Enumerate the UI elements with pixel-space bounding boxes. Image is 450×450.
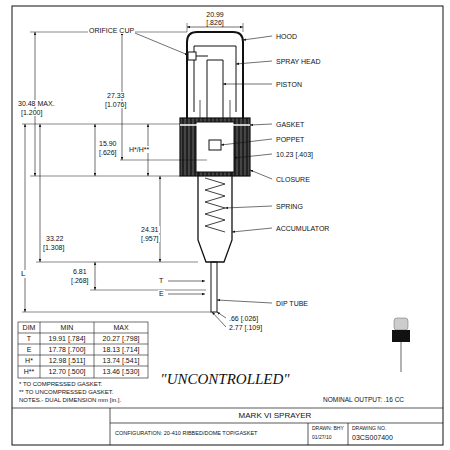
note: ** TO UNCOMPRESSED GASKET. xyxy=(18,389,114,395)
table-cell: 12.70 [.500] xyxy=(48,368,87,375)
drawing-number: 03CS007400 xyxy=(351,434,394,441)
dimension: [1.076] xyxy=(104,101,127,108)
table-cell: MAX xyxy=(112,324,129,331)
note: NOTES.- DUAL DIMENSION mm [in.]. xyxy=(18,397,122,403)
callout: GASKET xyxy=(275,121,305,128)
dimension: [.826] xyxy=(205,19,225,26)
drawing-number-label: DRAWING NO. xyxy=(351,426,387,431)
callout: DIP TUBE xyxy=(275,300,309,307)
table-cell: H** xyxy=(23,368,36,375)
product-photo xyxy=(392,318,410,372)
dip-tube xyxy=(211,262,217,312)
dimension: .66 [.026] xyxy=(228,315,259,322)
callout: 10.23 [.403] xyxy=(275,151,314,158)
table-cell: 18.13 [.714] xyxy=(102,346,141,353)
callout: HOOD xyxy=(275,33,298,40)
dimension: 27.33 xyxy=(106,92,126,99)
dimension: E xyxy=(158,290,165,297)
table-cell: MIN xyxy=(60,324,75,331)
callout: SPRING xyxy=(275,203,304,210)
table-cell: 19.91 [.784] xyxy=(48,335,87,342)
closure xyxy=(180,118,250,176)
orifice-cup xyxy=(188,52,196,60)
callout: PISTON xyxy=(275,81,303,88)
configuration: CONFIGURATION: 20-410 RIBBED/DOME TOP/GA… xyxy=(114,431,258,437)
dimension-table xyxy=(18,322,148,378)
note: * TO COMPRESSED GASKET. xyxy=(18,381,103,387)
dimension: 2.77 [.109] xyxy=(228,324,263,331)
dimension: 20.99 xyxy=(205,11,225,18)
drawn-by: DRAWN: BHY xyxy=(311,426,345,431)
dimension: T xyxy=(158,277,164,284)
hood xyxy=(187,32,243,118)
table-cell: 20.27 [.798] xyxy=(102,335,141,342)
table-cell: 12.98 [.511] xyxy=(48,357,86,364)
callout: ACCUMULATOR xyxy=(275,225,330,232)
note: NOMINAL OUTPUT: .16 CC xyxy=(322,397,405,404)
poppet xyxy=(209,140,221,150)
date: 01/27/10 xyxy=(311,435,332,440)
table-cell: 17.78 [.700] xyxy=(48,346,87,353)
dimension: H*/H** xyxy=(128,146,150,153)
table-cell: H* xyxy=(24,357,34,364)
spring xyxy=(205,178,225,232)
table-cell: 13.74 [.541] xyxy=(102,357,141,364)
dimension: 33.22 xyxy=(45,235,65,242)
gasket xyxy=(180,124,250,126)
dimension: 15.90 xyxy=(98,140,118,147)
accumulator xyxy=(198,172,232,262)
watermark: "UNCONTROLLED" xyxy=(159,372,290,387)
table-cell: T xyxy=(26,335,32,342)
table-cell: E xyxy=(26,346,33,353)
dimension: 24.31 xyxy=(140,226,160,233)
table-cell: DIM xyxy=(22,324,37,331)
dimension: [.268] xyxy=(70,277,90,284)
dimension: [1.200] xyxy=(20,109,43,116)
dimension: 30.48 MAX. xyxy=(17,100,56,107)
callout: CLOSURE xyxy=(275,176,311,183)
dimension: L xyxy=(20,270,26,278)
table-cell: 13.46 [.530] xyxy=(102,368,141,375)
dimension: [1.308] xyxy=(42,244,65,251)
dimension: [.626] xyxy=(98,149,118,156)
callout: SPRAY HEAD xyxy=(275,58,321,65)
title-block xyxy=(12,408,443,445)
callout: ORIFICE CUP xyxy=(88,27,135,34)
dimension: [.957] xyxy=(140,235,160,242)
dimension: 6.81 xyxy=(72,268,88,275)
drawing-title: MARK VI SPRAYER xyxy=(238,412,313,420)
callout: POPPET xyxy=(275,136,305,143)
